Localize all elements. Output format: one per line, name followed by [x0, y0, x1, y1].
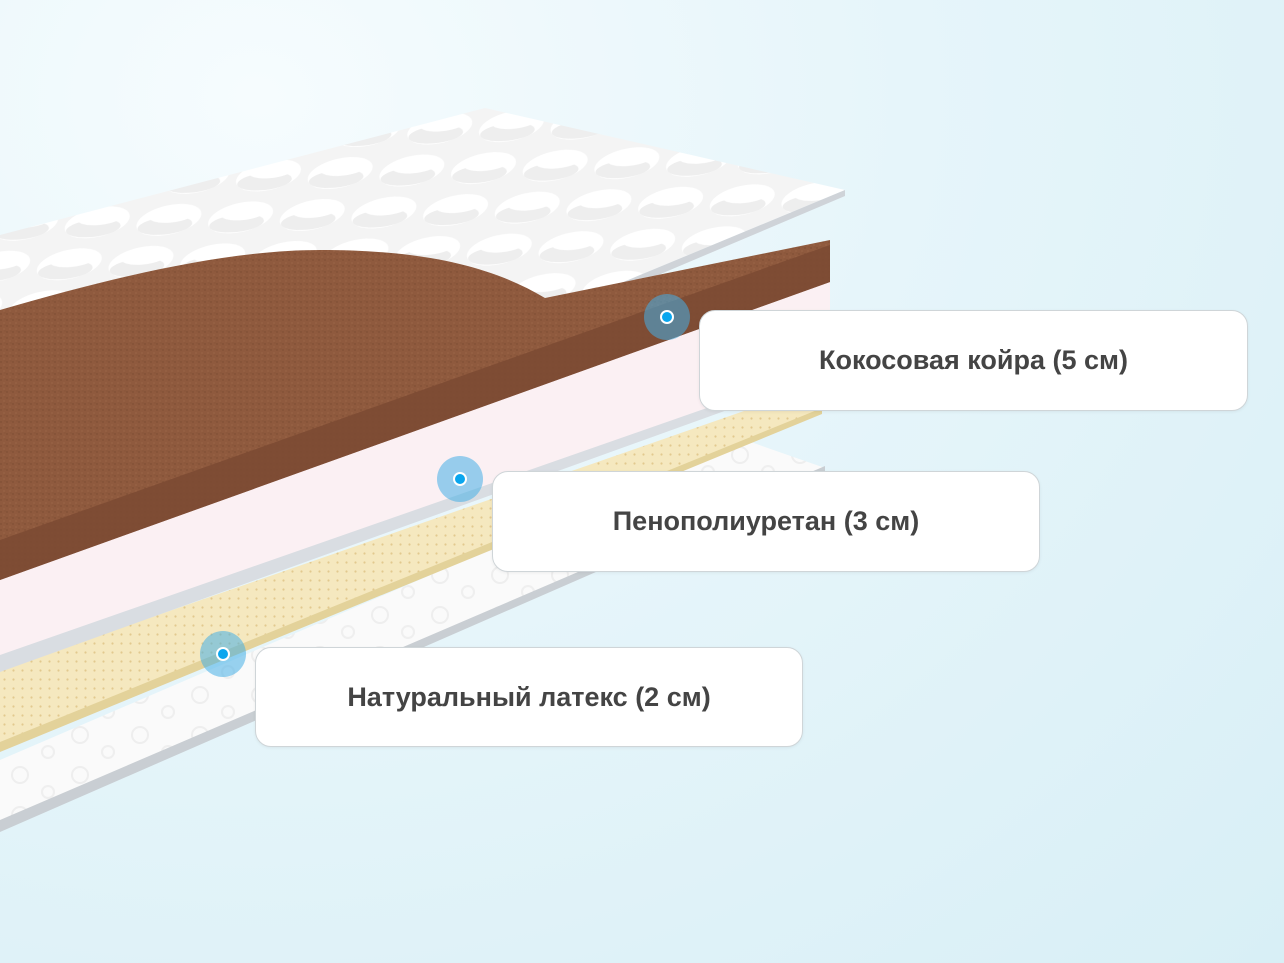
coir-layer-label-text: Кокосовая койра (5 см)	[818, 345, 1129, 375]
location-dot-icon[interactable]	[437, 456, 483, 502]
coir-layer-label: Кокосовая койра (5 см)	[699, 310, 1248, 411]
latex-layer-label-text: Натуральный латекс (2 см)	[347, 681, 711, 712]
location-dot-icon[interactable]	[644, 294, 690, 340]
marker-center	[216, 647, 230, 661]
coir-layer	[0, 240, 830, 580]
latex-layer-label: Натуральный латекс (2 см)	[255, 647, 803, 747]
marker-center	[660, 310, 674, 324]
foam-layer	[0, 280, 830, 672]
marker-center	[453, 472, 467, 486]
location-dot-icon[interactable]	[200, 631, 246, 677]
foam-layer-label-text: Пенополиуретан (3 см)	[612, 506, 920, 536]
quilted-cover-layer	[0, 108, 845, 310]
foam-layer-label: Пенополиуретан (3 см)	[492, 471, 1040, 572]
